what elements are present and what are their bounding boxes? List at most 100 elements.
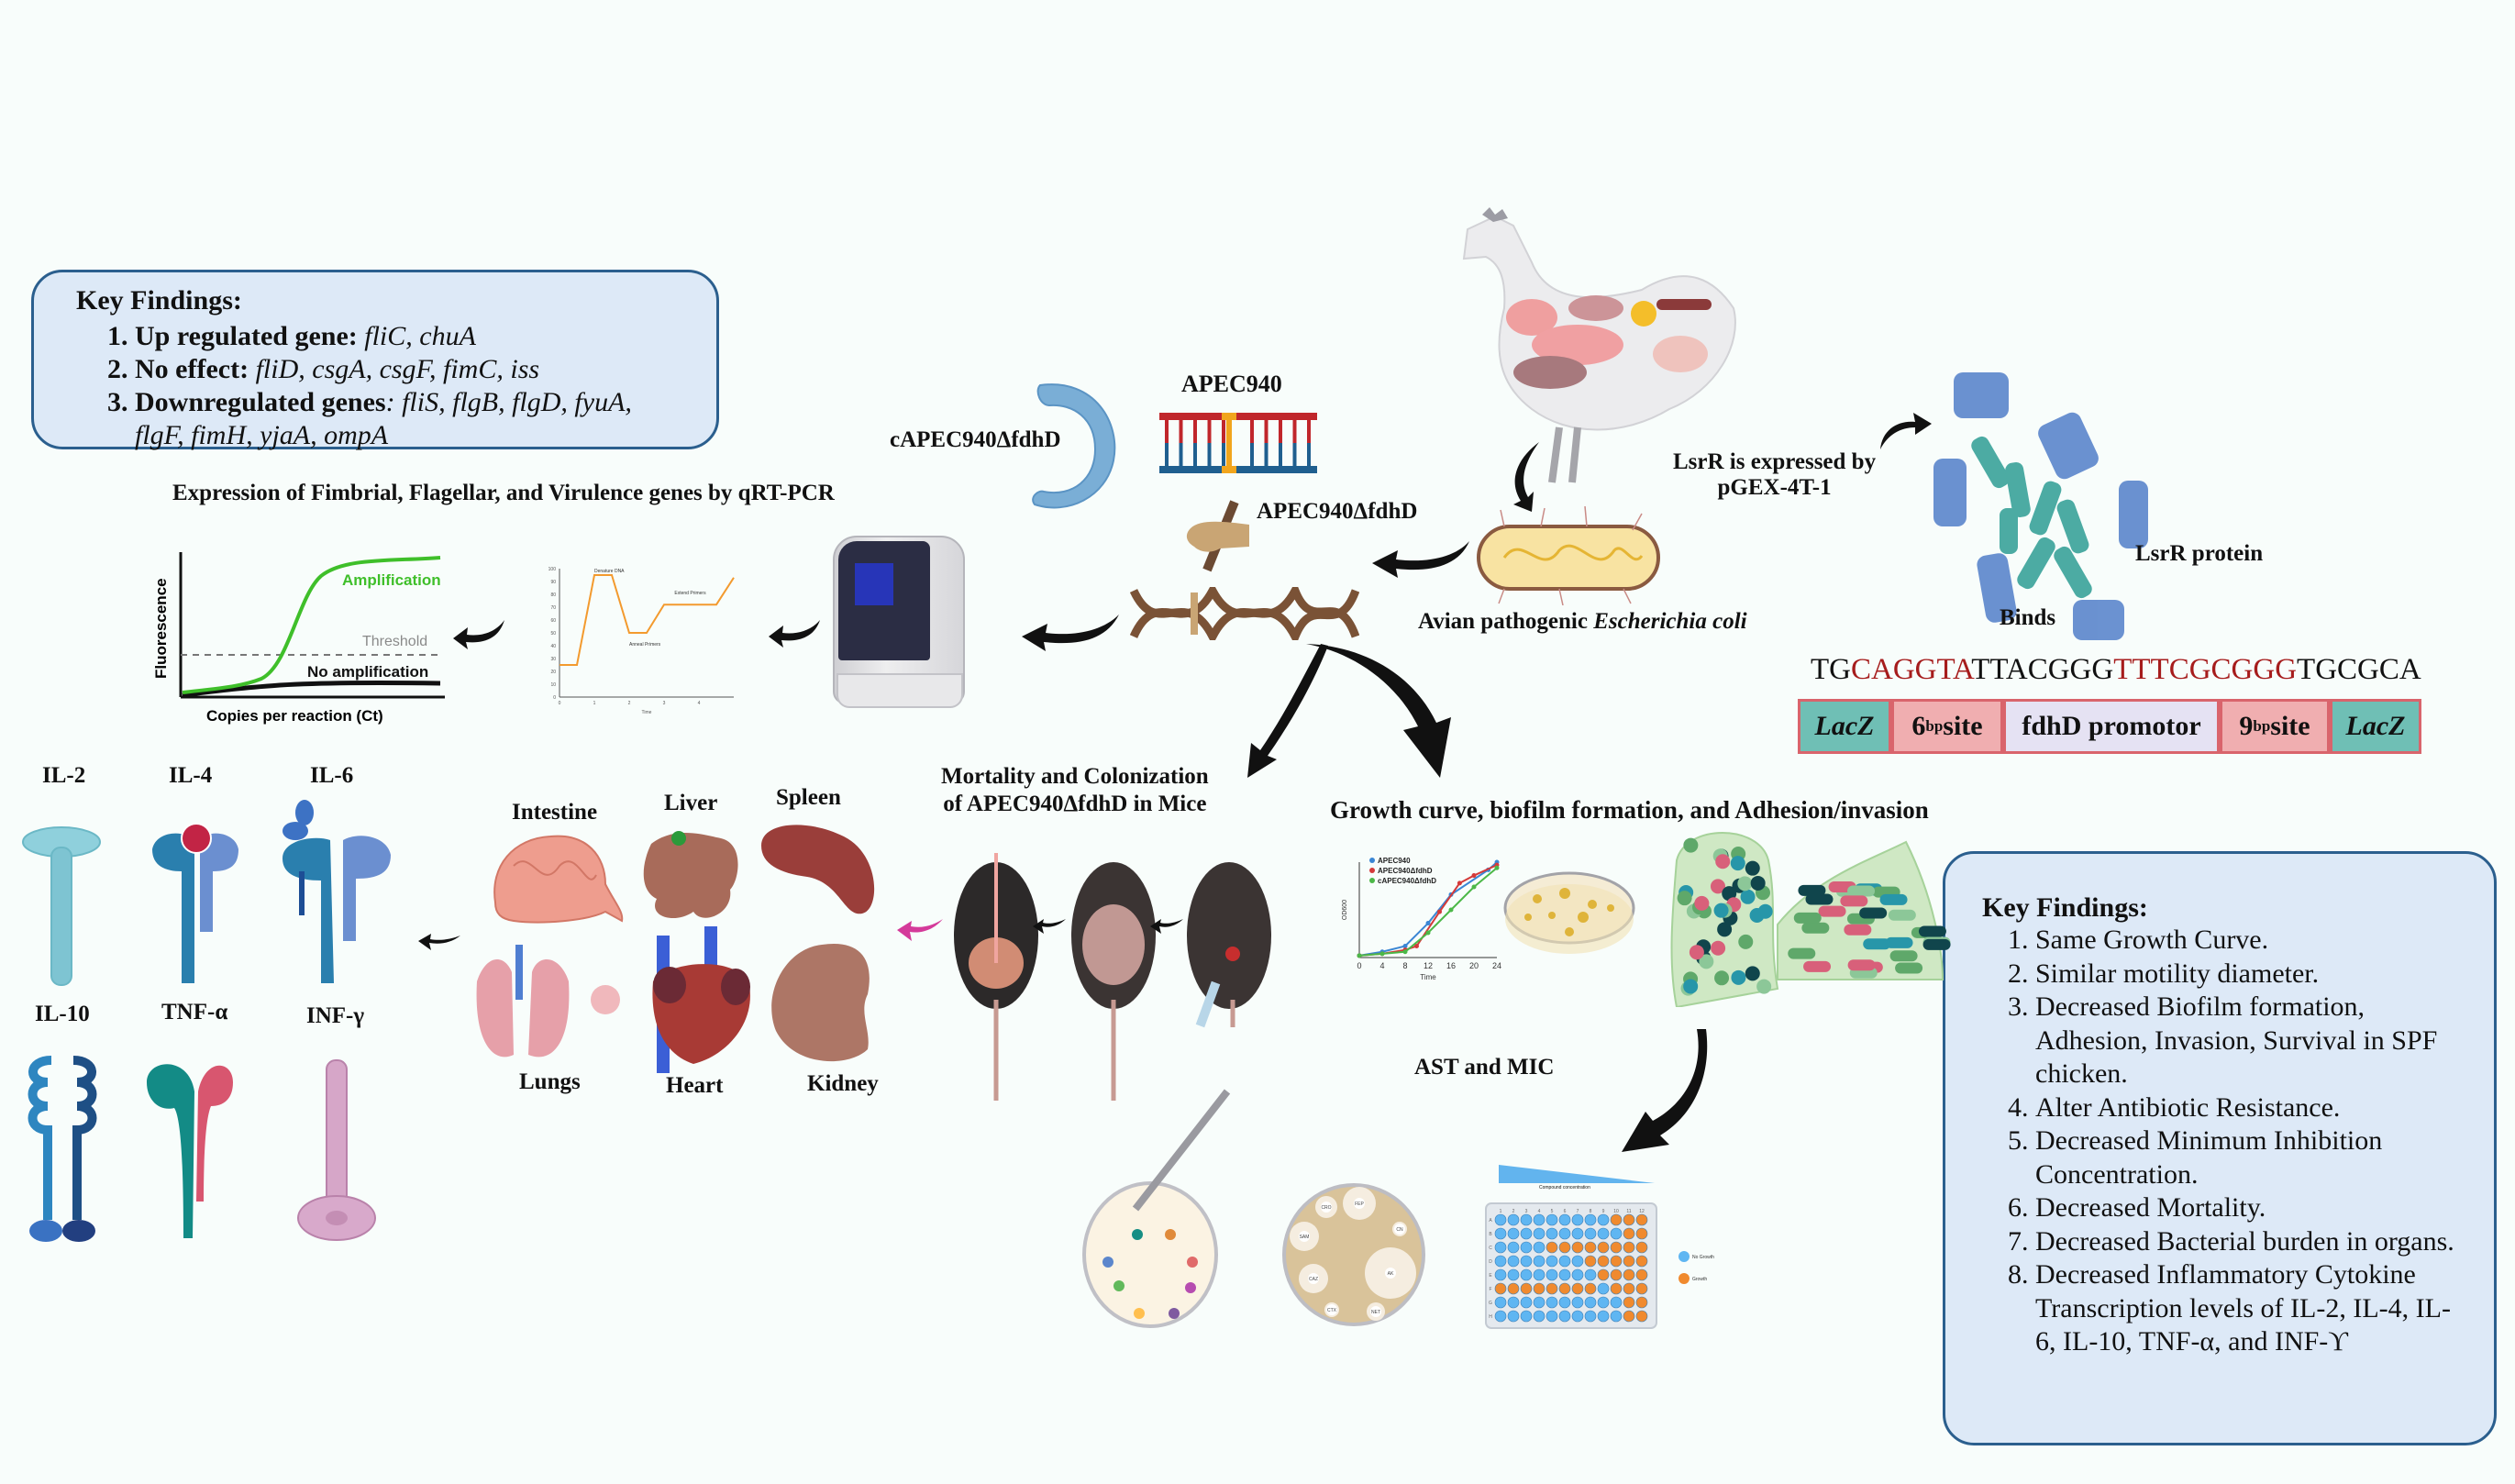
amplification-plot: Amplification Threshold No amplification… bbox=[152, 552, 445, 725]
construct-segment: LacZ bbox=[2330, 699, 2421, 754]
injected-mouse-icon bbox=[1187, 862, 1271, 1028]
growth-x-tick: 16 bbox=[1446, 961, 1456, 970]
plate-well bbox=[1546, 1227, 1558, 1240]
key-finding-item: Up regulated gene: fliC, chuA bbox=[135, 320, 716, 353]
plate-row-label: H bbox=[1489, 1314, 1492, 1320]
arrow-icon bbox=[1150, 919, 1183, 934]
sequence-segment: TG bbox=[1811, 653, 1851, 686]
key-finding-item: Similar motility diameter. bbox=[2035, 958, 2468, 991]
thermal-y-tick: 10 bbox=[550, 682, 556, 688]
plate-well bbox=[1494, 1268, 1507, 1281]
arrow-icon bbox=[1306, 644, 1451, 778]
mutant-strain-label: APEC940ΔfdhD bbox=[1257, 499, 1418, 524]
antibiotic-disc-label: CAZ bbox=[1309, 1277, 1318, 1282]
plate-well bbox=[1533, 1296, 1546, 1309]
antibiotic-disc-label: FEP bbox=[1355, 1202, 1364, 1207]
plate-well bbox=[1623, 1255, 1635, 1268]
plate-well bbox=[1558, 1213, 1571, 1226]
plate-well bbox=[1635, 1227, 1648, 1240]
plate-well bbox=[1520, 1310, 1533, 1323]
legend-entry: cAPEC940ΔfdhD bbox=[1378, 877, 1436, 885]
bacterial-cell bbox=[1888, 909, 1916, 921]
plate-col-label: 5 bbox=[1551, 1209, 1554, 1214]
plate-well bbox=[1610, 1268, 1623, 1281]
growth-title: Growth curve, biofilm formation, and Adh… bbox=[1330, 796, 1929, 824]
lsrr-protein-icon bbox=[1933, 372, 2148, 640]
plate-well bbox=[1635, 1213, 1648, 1226]
key-finding-item: Same Growth Curve. bbox=[2035, 924, 2468, 958]
thermal-x-tick: 3 bbox=[663, 701, 666, 706]
key-finding-item: Decreased Minimum Inhibition Concentrati… bbox=[2035, 1124, 2468, 1191]
plate-row-label: F bbox=[1489, 1287, 1491, 1292]
plate-well bbox=[1494, 1255, 1507, 1268]
key-findings-right-box: Key Findings: Same Growth Curve. Similar… bbox=[1943, 851, 2497, 1445]
plate-row-label: B bbox=[1489, 1232, 1492, 1237]
growth-x-tick: 4 bbox=[1379, 961, 1384, 970]
dna-helix-icon bbox=[1130, 587, 1359, 640]
plate-well bbox=[1597, 1227, 1610, 1240]
bacterial-cell bbox=[1918, 925, 1946, 937]
plate-well bbox=[1571, 1227, 1584, 1240]
mice-title: Mortality and Colonization of APEC940Δfd… bbox=[941, 764, 1209, 816]
plate-well bbox=[1623, 1282, 1635, 1295]
arrow-icon bbox=[1513, 442, 1539, 512]
thermal-step-label: Anneal Primers bbox=[629, 642, 661, 648]
bacterial-cell bbox=[1715, 854, 1731, 869]
bacterial-cell bbox=[1699, 954, 1714, 969]
bacterial-cell bbox=[1847, 885, 1876, 897]
bacterial-cell bbox=[1863, 938, 1891, 950]
spleen-icon bbox=[761, 825, 875, 914]
lungs-icon bbox=[476, 945, 620, 1058]
bacterial-cell bbox=[1840, 895, 1868, 907]
heart-icon bbox=[652, 926, 750, 1073]
antibiotic-disc bbox=[1385, 1268, 1396, 1279]
qpcr-title: Expression of Fimbrial, Flagellar, and V… bbox=[172, 481, 835, 505]
cytokine-label: TNF-α bbox=[161, 1000, 228, 1024]
plate-well bbox=[1597, 1213, 1610, 1226]
plate-well bbox=[1520, 1296, 1533, 1309]
plate-well bbox=[1507, 1255, 1520, 1268]
key-finding-item: Alter Antibiotic Resistance. bbox=[2035, 1091, 2468, 1125]
legend-entry: APEC940 bbox=[1378, 857, 1411, 865]
plate-well bbox=[1546, 1213, 1558, 1226]
plate-well bbox=[1546, 1310, 1558, 1323]
growth-x-tick: 12 bbox=[1424, 961, 1433, 970]
bacterial-cell bbox=[1805, 893, 1834, 905]
bacterial-cell bbox=[1710, 879, 1725, 894]
antibiotic-disc bbox=[1299, 1231, 1310, 1242]
legend-marker bbox=[1679, 1273, 1690, 1284]
plate-col-label: 8 bbox=[1590, 1209, 1592, 1214]
bacterial-cell bbox=[1689, 945, 1704, 960]
bacterial-cell bbox=[1818, 905, 1846, 917]
plate-well bbox=[1494, 1227, 1507, 1240]
plate-well bbox=[1610, 1282, 1623, 1295]
thermal-x-tick: 0 bbox=[559, 701, 561, 706]
plate-col-label: 6 bbox=[1564, 1209, 1567, 1214]
plate-well bbox=[1533, 1241, 1546, 1254]
plate-well bbox=[1558, 1227, 1571, 1240]
thermal-y-tick: 30 bbox=[550, 657, 556, 662]
plate-well bbox=[1584, 1282, 1597, 1295]
key-finding-item: Decreased Inflammatory Cytokine Transcri… bbox=[2035, 1258, 2468, 1359]
tnf-alpha-receptor-icon bbox=[147, 1064, 233, 1238]
bacterial-cell bbox=[1731, 969, 1746, 985]
plate-well bbox=[1610, 1213, 1623, 1226]
plate-col-label: 2 bbox=[1512, 1209, 1515, 1214]
plate-well bbox=[1507, 1213, 1520, 1226]
plate-well bbox=[1520, 1255, 1533, 1268]
plate-col-label: 1 bbox=[1500, 1209, 1502, 1214]
plate-well bbox=[1584, 1227, 1597, 1240]
plate-well bbox=[1635, 1296, 1648, 1309]
petri-dish-colonies-icon bbox=[1503, 871, 1635, 954]
key-finding-item: Downregulated genes: fliS, flgB, flgD, f… bbox=[135, 386, 648, 452]
ast-title: AST and MIC bbox=[1414, 1055, 1555, 1080]
bacterial-cell bbox=[1922, 938, 1951, 950]
plate-well bbox=[1533, 1268, 1546, 1281]
dna-ladder-icon bbox=[1159, 413, 1317, 473]
antibiotic-disc bbox=[1326, 1304, 1337, 1315]
bacterial-cell bbox=[1750, 875, 1766, 891]
growth-data-point bbox=[1437, 909, 1442, 914]
plate-well bbox=[1546, 1282, 1558, 1295]
